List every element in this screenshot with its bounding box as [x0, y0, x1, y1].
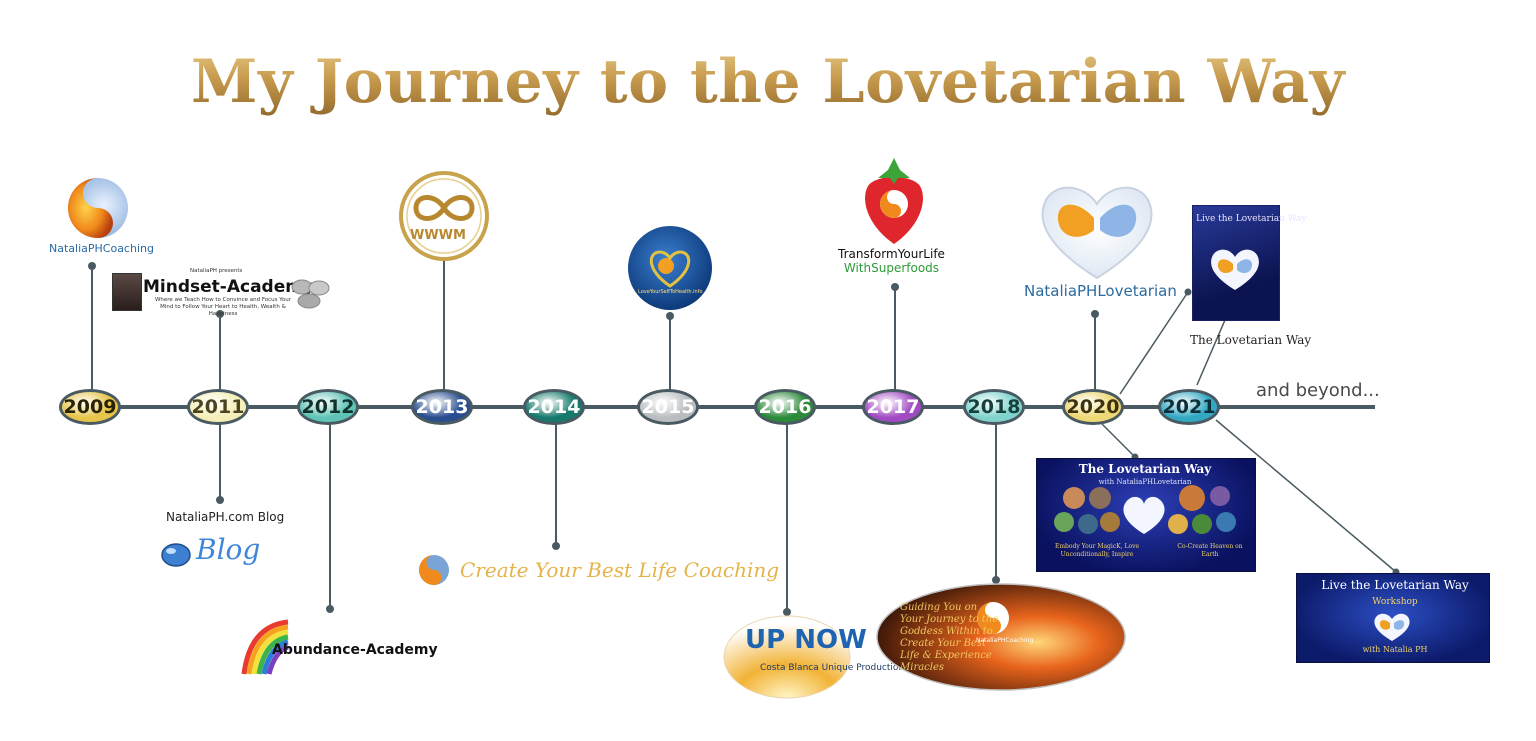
- stones-icon: [291, 279, 330, 309]
- coaching-small-icon: [419, 555, 449, 585]
- year-label: 2009: [63, 396, 117, 418]
- superfoods-line1: TransformYourLife: [838, 247, 945, 261]
- up-now-title: UP NOW: [745, 625, 867, 655]
- blog-caption: NataliaPH.com Blog: [166, 510, 285, 524]
- workshop-subtitle: Workshop: [1372, 597, 1418, 607]
- year-label: 2020: [1066, 396, 1120, 418]
- connector-dot-2012: [326, 605, 334, 613]
- connector-dot-2011-down: [216, 496, 224, 504]
- guide-logo-text: NataliaPHCoaching: [976, 637, 1034, 644]
- mouse-icon: [161, 543, 191, 567]
- workshop-with: with Natalia PH: [1362, 645, 1428, 654]
- mindset-subtitle: Where we Teach How to Convince and Focus…: [154, 297, 292, 317]
- year-label: 2018: [967, 396, 1021, 418]
- abundance-title: Abundance-Academy: [272, 642, 438, 658]
- year-label: 2012: [301, 396, 355, 418]
- year-label: 2014: [527, 396, 581, 418]
- connector-dot-2009: [88, 262, 96, 270]
- connector-dot-2016: [783, 608, 791, 616]
- rainbow-icon: [241, 619, 289, 675]
- tlw-card-right-text: Co-Create Heaven on Earth: [1177, 543, 1243, 558]
- connector-2020-down: [1101, 423, 1136, 458]
- year-badge-2009: 2009: [59, 389, 121, 425]
- mindset-presents: NataliaPH presents: [190, 268, 243, 274]
- book-heart-icon: [1211, 249, 1259, 290]
- tlw-card-title: The Lovetarian Way: [1078, 462, 1212, 476]
- coaching-logo-icon: [68, 178, 128, 238]
- connector-dot-2018: [992, 576, 1000, 584]
- year-badge-2011: 2011: [187, 389, 249, 425]
- year-badge-2017: 2017: [862, 389, 924, 425]
- year-badge-2015: 2015: [637, 389, 699, 425]
- butterfly-heart-icon: [1041, 186, 1153, 280]
- up-now-subtitle: Costa Blanca Unique Productions: [760, 663, 909, 673]
- wwwm-text: WWWM: [410, 228, 466, 243]
- coaching-logo-text: NataliaPHCoaching: [49, 242, 154, 255]
- guide-oval: [876, 583, 1126, 691]
- beyond-label: and beyond...: [1256, 380, 1380, 401]
- guide-text: Guiding You on Your Journey to the Godde…: [900, 602, 999, 673]
- workshop-heart-icon: [1374, 613, 1410, 641]
- create-best-life-text: Create Your Best Life Coaching: [460, 558, 780, 582]
- connector-dot-2017: [891, 283, 899, 291]
- year-badge-2016: 2016: [754, 389, 816, 425]
- superfoods-line2: WithSuperfoods: [843, 261, 940, 275]
- workshop-card: [1296, 573, 1490, 663]
- up-now-logo: [723, 615, 851, 699]
- year-badge-2020: 2020: [1062, 389, 1124, 425]
- connector-dot-2011-up: [216, 310, 224, 318]
- mindset-photo: [112, 273, 142, 311]
- year-badge-2018: 2018: [963, 389, 1025, 425]
- workshop-title: Live the Lovetarian Way: [1321, 578, 1469, 592]
- year-label: 2015: [641, 396, 695, 418]
- lovetarian-logo-text: NataliaPHLovetarian: [1024, 282, 1177, 300]
- tlw-card-subtitle: with NataliaPHLovetarian: [1098, 478, 1192, 486]
- year-label: 2011: [191, 396, 245, 418]
- connector-dot-2015: [666, 312, 674, 320]
- year-badge-2014: 2014: [523, 389, 585, 425]
- mindset-title: Mindset-Academy: [143, 277, 315, 297]
- page-title: My Journey to the Lovetarian Way: [0, 42, 1536, 122]
- connector-2021-up: [1196, 319, 1226, 386]
- connector-dot-2014: [552, 542, 560, 550]
- year-label: 2017: [866, 396, 920, 418]
- year-badge-2021: 2021: [1158, 389, 1220, 425]
- book-title: Live the Lovetarian Way: [1196, 214, 1307, 224]
- blog-logo: Blog: [196, 533, 261, 566]
- infinity-icon: [399, 171, 489, 261]
- year-label: 2016: [758, 396, 812, 418]
- connector-dot-2020-book: [1184, 288, 1192, 296]
- year-label: 2021: [1162, 396, 1216, 418]
- tlw-card-left-text: Embody Your MagicK, Love Unconditionally…: [1054, 543, 1140, 558]
- love-globe-icon: [628, 226, 712, 310]
- connector-2021-down: [1215, 419, 1397, 573]
- book-caption: The Lovetarian Way: [1190, 333, 1312, 347]
- connector-2020-book: [1119, 291, 1189, 395]
- love-yourself-text: LoveYourSelfToHealth.info: [638, 289, 703, 295]
- connector-dot-2020-up: [1091, 310, 1099, 318]
- tlw-card-circles: [1054, 485, 1236, 534]
- superfoods-text: TransformYourLife WithSuperfoods: [838, 247, 945, 275]
- strawberry-icon: [865, 158, 923, 244]
- year-badge-2012: 2012: [297, 389, 359, 425]
- year-label: 2013: [415, 396, 469, 418]
- year-badge-2013: 2013: [411, 389, 473, 425]
